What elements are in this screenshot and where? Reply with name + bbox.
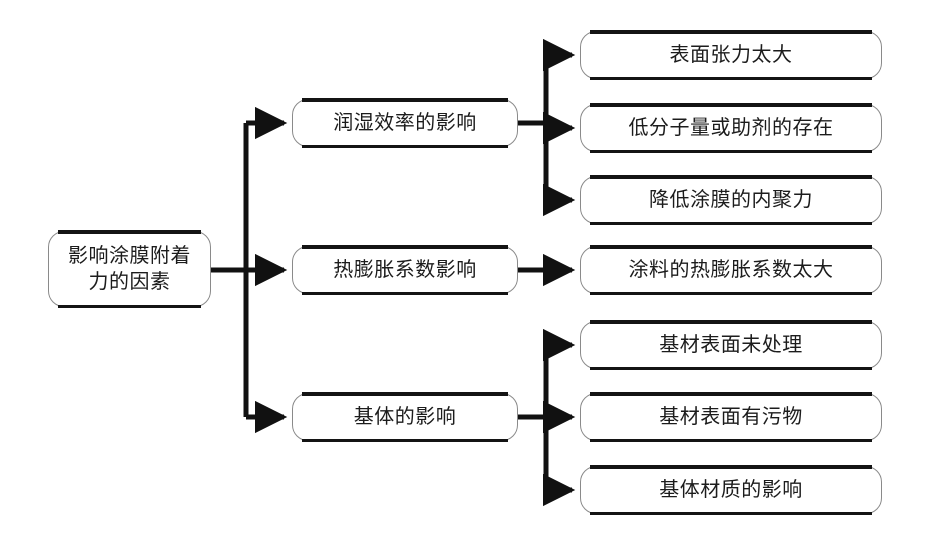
node-bottom-bar	[302, 291, 508, 295]
node-bottom-bar	[590, 221, 872, 225]
node-bottom-bar	[590, 149, 872, 153]
node-bottom-bar	[58, 304, 201, 308]
node-bottom-bar	[302, 438, 508, 442]
node-leaf-3-3[interactable]: 基体材质的影响	[580, 465, 882, 515]
node-bottom-bar	[590, 366, 872, 370]
node-top-bar	[590, 465, 872, 469]
node-label: 涂料的热膨胀系数太大	[628, 258, 834, 281]
node-label: 低分子量或助剂的存在	[628, 116, 834, 139]
node-leaf-3-1[interactable]: 基材表面未处理	[580, 320, 882, 370]
node-top-bar	[590, 245, 872, 249]
node-leaf-1-2[interactable]: 低分子量或助剂的存在	[580, 103, 882, 153]
node-top-bar	[302, 98, 508, 102]
node-leaf-1-1[interactable]: 表面张力太大	[580, 30, 882, 80]
node-top-bar	[590, 30, 872, 34]
node-leaf-3-2[interactable]: 基材表面有污物	[580, 392, 882, 442]
node-top-bar	[590, 392, 872, 396]
node-label: 表面张力太大	[669, 43, 793, 66]
node-outline	[48, 231, 211, 307]
node-branch-1[interactable]: 润湿效率的影响	[292, 98, 518, 148]
node-root[interactable]: 影响涂膜附着 力的因素	[48, 230, 211, 308]
node-bottom-bar	[590, 438, 872, 442]
node-leaf-1-3[interactable]: 降低涂膜的内聚力	[580, 175, 882, 225]
node-top-bar	[590, 320, 872, 324]
node-top-bar	[58, 230, 201, 234]
node-label: 降低涂膜的内聚力	[649, 188, 813, 211]
node-top-bar	[302, 392, 508, 396]
node-bottom-bar	[590, 76, 872, 80]
node-outline	[580, 31, 882, 79]
node-leaf-2-1[interactable]: 涂料的热膨胀系数太大	[580, 245, 882, 295]
node-label: 基材表面未处理	[659, 333, 803, 356]
node-top-bar	[590, 175, 872, 179]
node-label: 基材表面有污物	[659, 405, 803, 428]
node-label: 基体的影响	[353, 405, 457, 428]
node-label: 基体材质的影响	[659, 478, 803, 501]
node-label: 热膨胀系数影响	[333, 258, 477, 281]
node-bottom-bar	[590, 291, 872, 295]
node-bottom-bar	[590, 511, 872, 515]
node-bottom-bar	[302, 144, 508, 148]
node-top-bar	[590, 103, 872, 107]
node-top-bar	[302, 245, 508, 249]
node-branch-2[interactable]: 热膨胀系数影响	[292, 245, 518, 295]
node-label: 润湿效率的影响	[333, 111, 477, 134]
node-branch-3[interactable]: 基体的影响	[292, 392, 518, 442]
node-label: 影响涂膜附着 力的因素	[68, 244, 191, 293]
